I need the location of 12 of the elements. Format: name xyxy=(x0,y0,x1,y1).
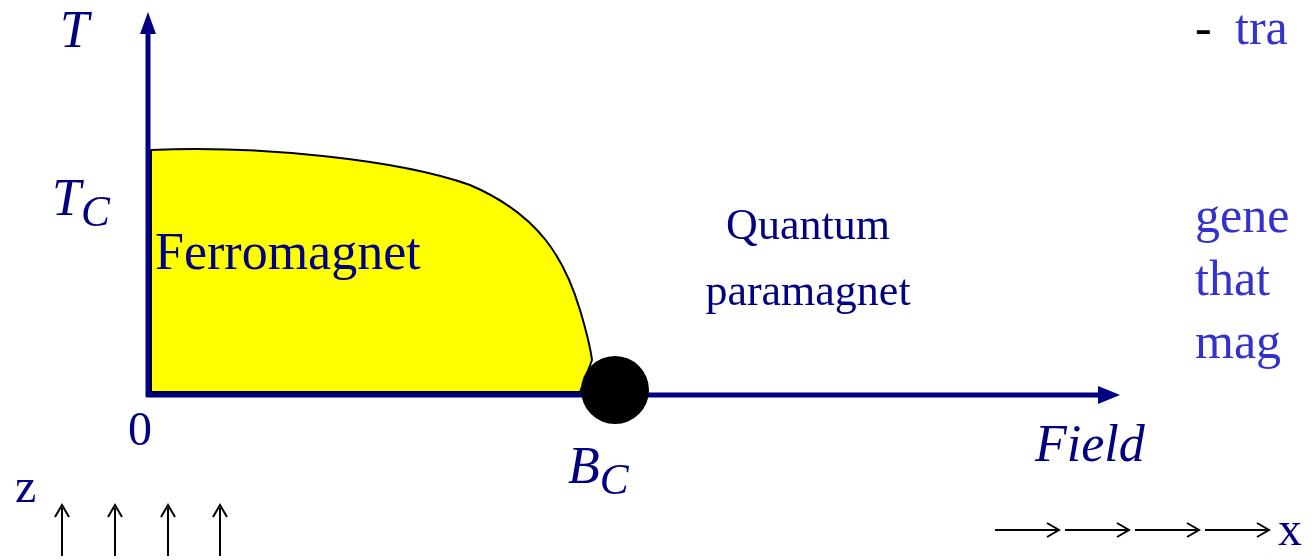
ferromagnet-region xyxy=(150,148,593,393)
text-fragment: tra xyxy=(1235,2,1288,52)
critical-field-label: B$_{C}$ xyxy=(568,440,629,502)
axis-label: Field xyxy=(1035,418,1145,470)
axis-label: z xyxy=(15,462,37,510)
region-label: Quantum paramagnet xyxy=(704,199,912,317)
axis-label: x xyxy=(1278,505,1302,553)
region-label: Ferromagnet xyxy=(155,226,421,278)
text-fragment: that xyxy=(1195,253,1270,303)
origin-label: 0 xyxy=(128,405,152,453)
critical-temperature-label: T$_{C}$ xyxy=(52,172,110,234)
bullet-dash: - xyxy=(1195,2,1212,52)
